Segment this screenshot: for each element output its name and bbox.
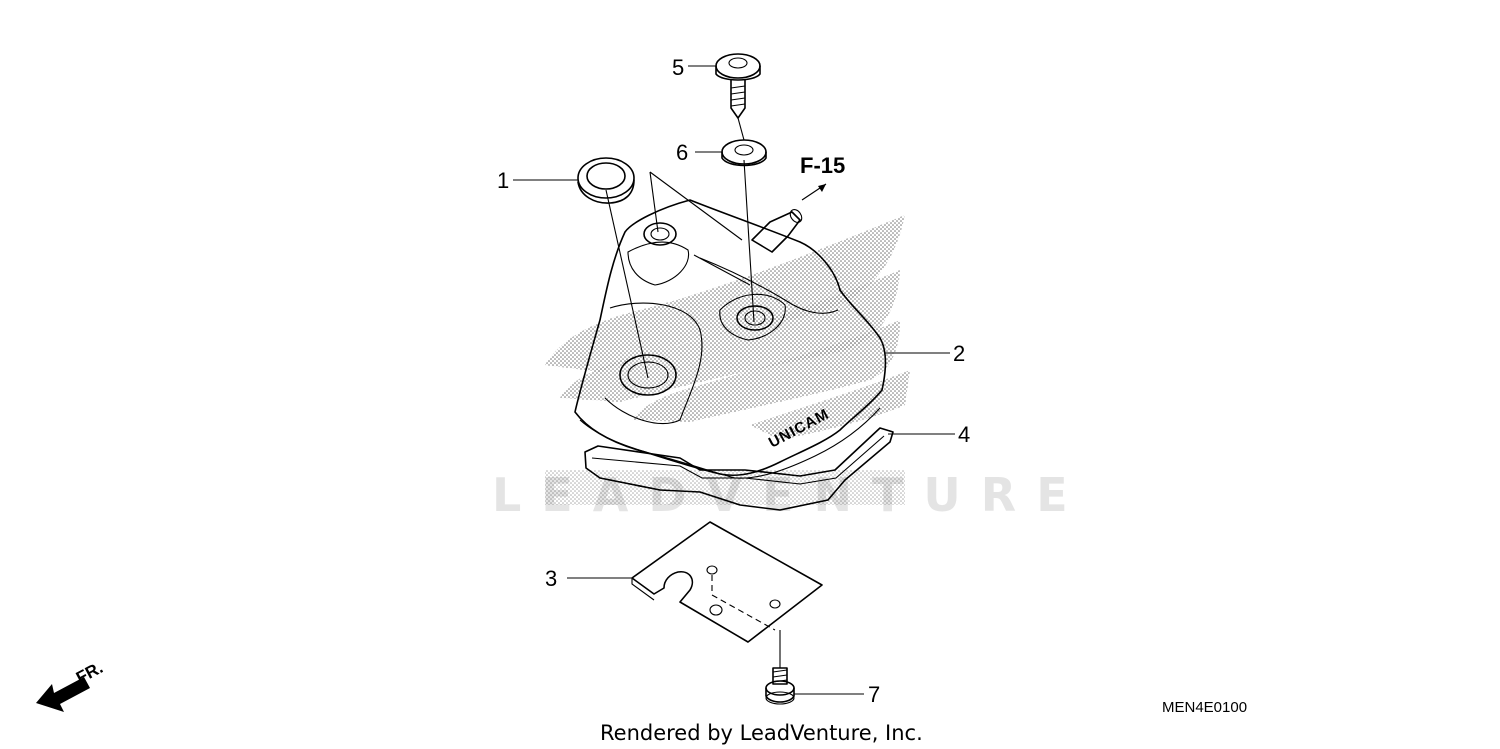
watermark-text: LEADVENTURE xyxy=(492,468,1088,522)
callout-leaders xyxy=(513,65,955,695)
callout-7: 7 xyxy=(868,682,880,707)
flange-bolt-part-7 xyxy=(765,667,795,705)
assembly-lines xyxy=(605,117,827,668)
callout-5: 5 xyxy=(672,55,684,80)
callout-3: 3 xyxy=(545,566,557,591)
footer-credit: Rendered by LeadVenture, Inc. xyxy=(600,721,923,745)
front-direction-arrow-icon: FR. xyxy=(36,658,106,712)
plate-part-3 xyxy=(631,521,823,643)
reference-label: F-15 xyxy=(800,153,845,178)
wing-logo-watermark xyxy=(545,215,910,505)
bolt-part-5 xyxy=(715,53,761,119)
callout-4: 4 xyxy=(958,422,970,447)
callout-2: 2 xyxy=(953,341,965,366)
callout-1: 1 xyxy=(497,168,509,193)
diagram-code: MEN4E0100 xyxy=(1162,699,1247,716)
callout-6: 6 xyxy=(676,140,688,165)
grommet-part-1 xyxy=(577,157,635,204)
